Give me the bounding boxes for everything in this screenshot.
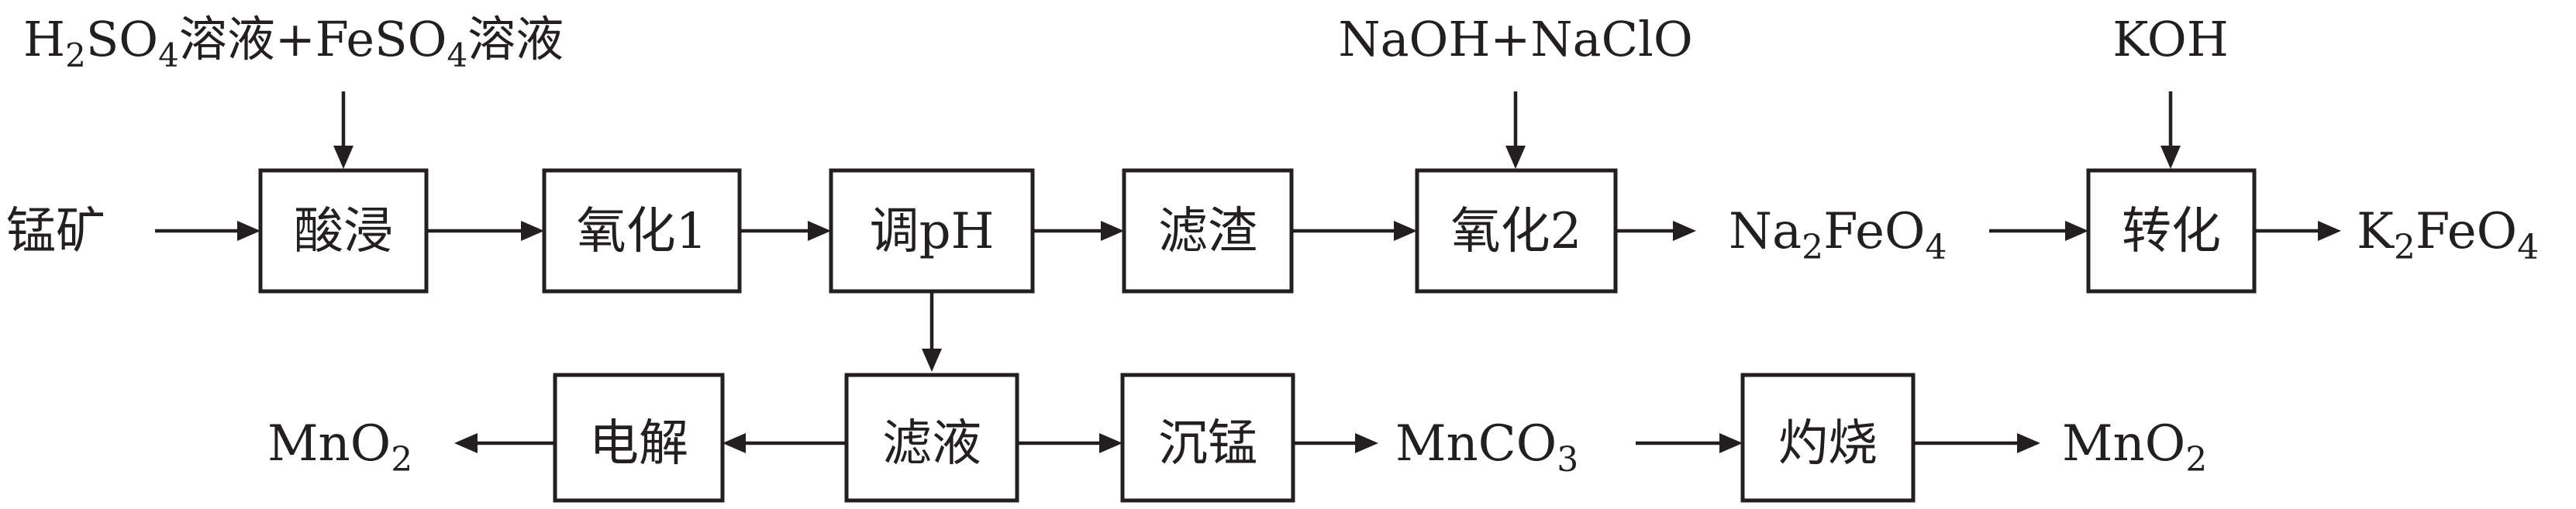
arrow-oxidize2-to-na2feo4	[1616, 221, 1696, 241]
step-adjust-ph-label: 调pH	[870, 203, 995, 260]
step-residue: 滤渣	[1122, 168, 1294, 294]
arrow-precipitate-to-mnco3	[1293, 433, 1378, 453]
oxidant-reagent-label: NaOH+NaClO	[1338, 11, 1692, 67]
base-reagent-label: KOH	[2112, 11, 2229, 67]
step-oxidize1-label: 氧化1	[577, 203, 708, 260]
step-calcine: 灼烧	[1740, 373, 1916, 503]
arrow-oxidant-to-oxidize2	[1505, 91, 1526, 169]
arrow-convert-to-k2feo4	[2254, 221, 2341, 241]
arrow-leach-to-oxidize1	[426, 221, 544, 241]
step-electrolysis: 电解	[553, 373, 725, 503]
step-oxidize2-label: 氧化2	[1451, 203, 1582, 260]
step-oxidize2: 氧化2	[1415, 168, 1618, 294]
step-adjust-ph: 调pH	[829, 168, 1035, 294]
raw-material-label: 锰矿	[6, 203, 105, 260]
arrow-base-to-convert	[2160, 91, 2181, 169]
arrow-calcine-to-mno2	[1913, 433, 2040, 453]
product-na2feo4: Na2FeO4	[1729, 203, 1947, 267]
arrow-mnco3-to-calcine	[1636, 433, 1743, 453]
arrow-ph-to-residue	[1033, 221, 1124, 241]
step-acid-leach: 酸浸	[258, 168, 429, 294]
step-acid-leach-label: 酸浸	[294, 203, 393, 260]
arrow-electrolysis-to-mno2	[454, 433, 555, 453]
product-k2feo4: K2FeO4	[2357, 203, 2539, 267]
step-precipitate-mn-label: 沉锰	[1158, 415, 1257, 473]
step-calcine-label: 灼烧	[1778, 415, 1878, 473]
step-filtrate: 滤液	[844, 373, 1019, 503]
step-electrolysis-label: 电解	[589, 415, 688, 473]
arrow-oxidize1-to-ph	[740, 221, 831, 241]
product-mno2-left: MnO2	[267, 415, 412, 480]
arrow-acid-to-leach	[333, 91, 353, 169]
step-precipitate-mn: 沉锰	[1120, 373, 1295, 503]
acid-reagent-label: H2SO4溶液+FeSO4溶液	[23, 11, 564, 74]
arrow-na2feo4-to-convert	[1989, 221, 2088, 241]
arrow-ph-to-filtrate	[922, 291, 942, 372]
arrow-ore-to-leach	[155, 221, 260, 241]
step-convert: 转化	[2086, 168, 2257, 294]
product-mno2-right: MnO2	[2062, 415, 2207, 480]
step-oxidize1: 氧化1	[542, 168, 742, 294]
arrow-residue-to-oxidize2	[1291, 221, 1417, 241]
step-residue-label: 滤渣	[1158, 203, 1257, 260]
product-mnco3: MnCO3	[1395, 415, 1578, 480]
arrow-filtrate-to-electrolysis	[722, 433, 847, 453]
arrow-filtrate-to-precipitate	[1017, 433, 1122, 453]
step-filtrate-label: 滤液	[882, 415, 981, 473]
step-convert-label: 转化	[2122, 203, 2221, 260]
